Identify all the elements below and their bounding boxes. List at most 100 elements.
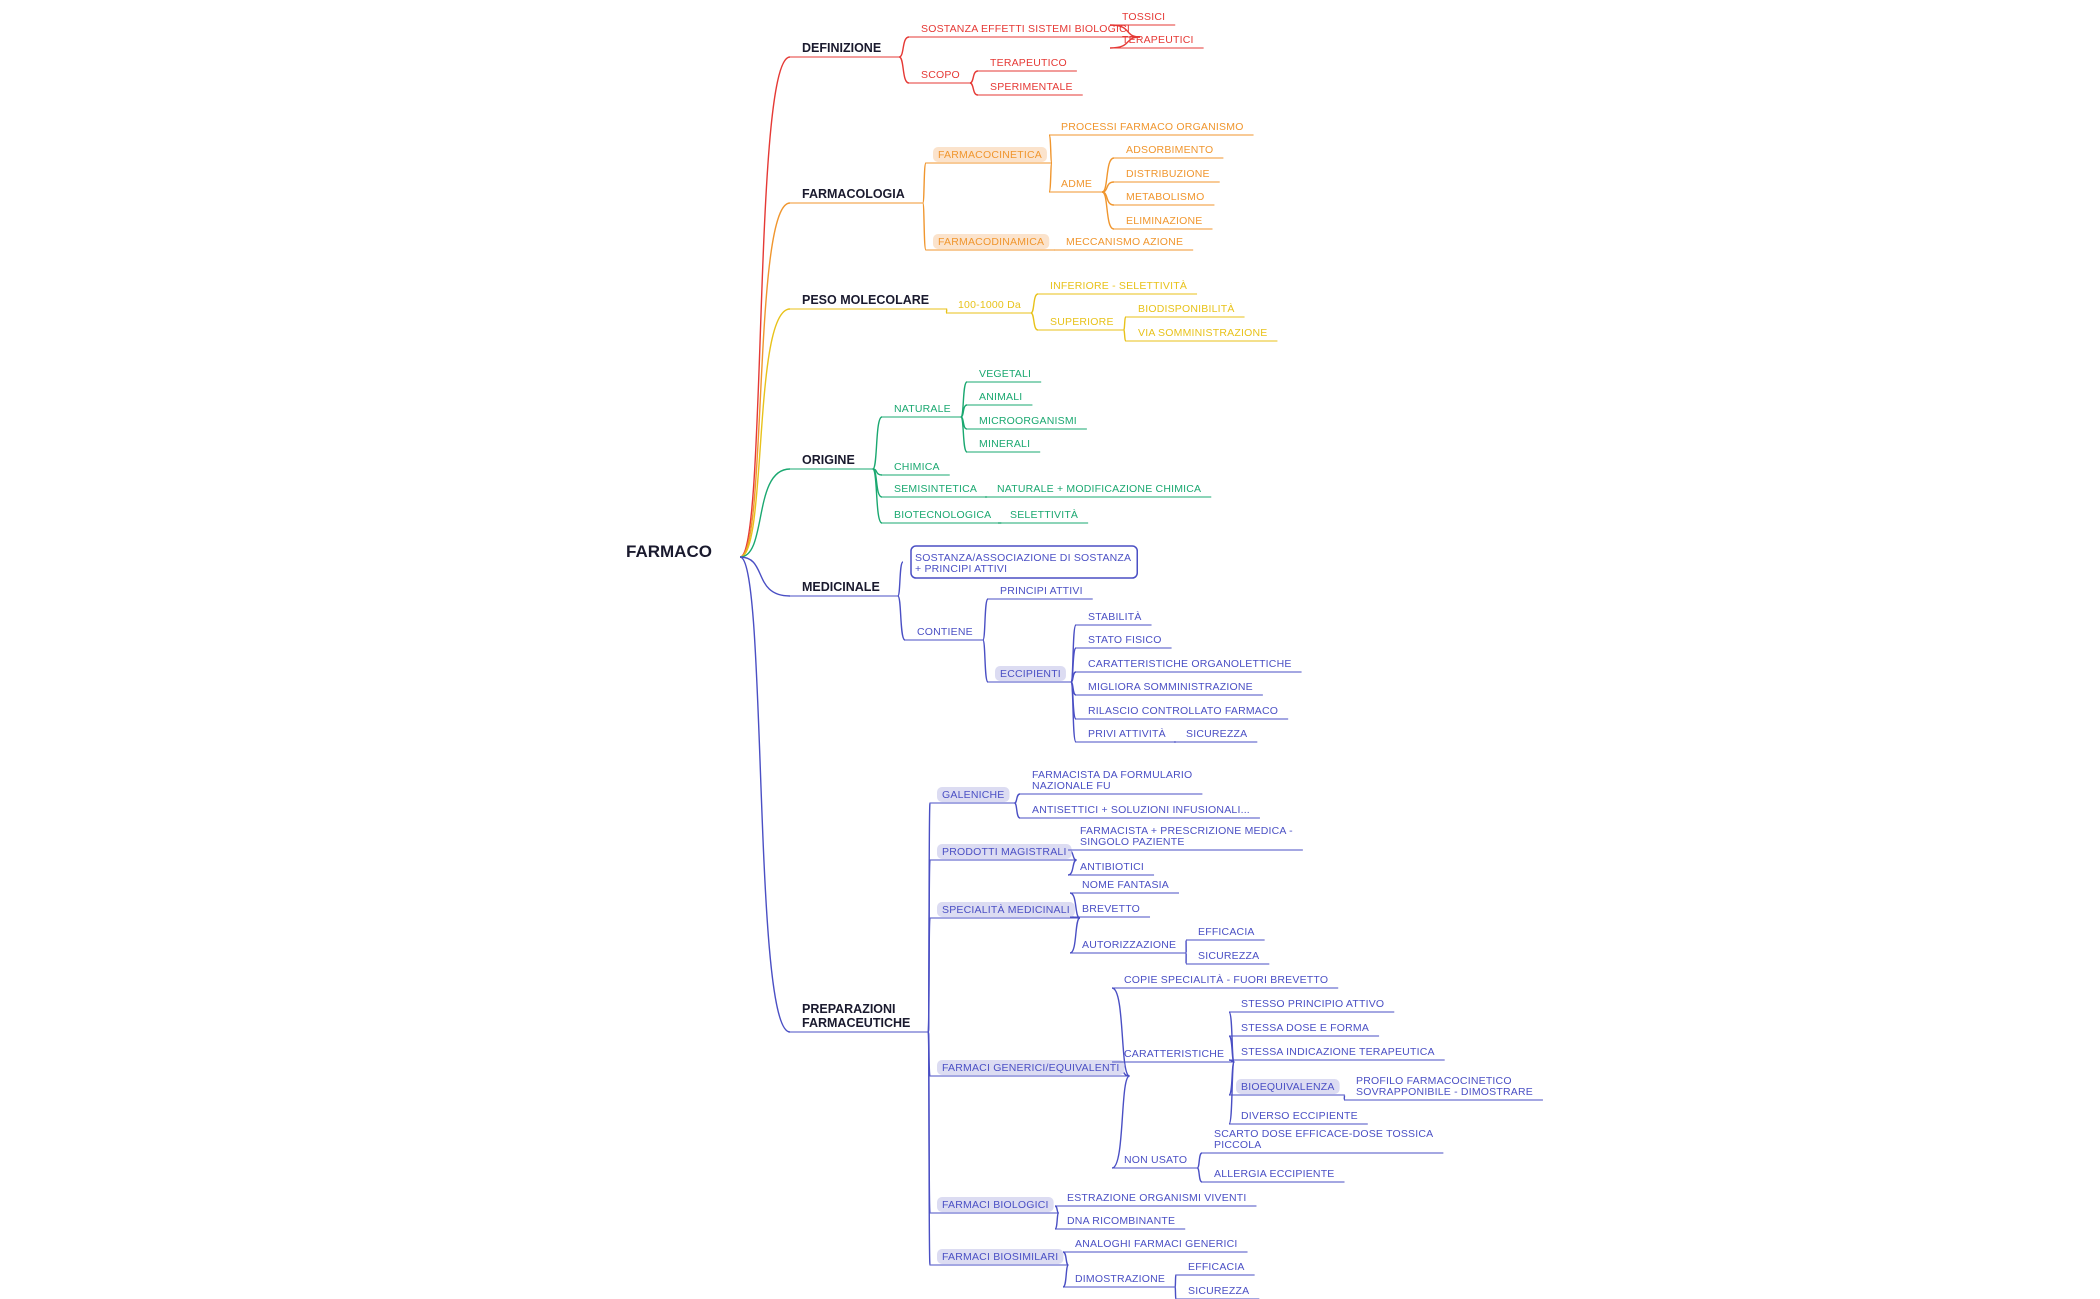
node-sostanza-associazione-di-sostanza-princi[interactable]: SOSTANZA/ASSOCIAZIONE DI SOSTANZA+ PRINC… (910, 545, 1138, 579)
node-stessa-dose-e-forma[interactable]: STESSA DOSE E FORMA (1229, 1022, 1380, 1037)
node-naturale[interactable]: NATURALE (882, 403, 961, 418)
node-eliminazione[interactable]: ELIMINAZIONE (1114, 215, 1213, 230)
node-farmacocinetica[interactable]: FARMACOCINETICA (926, 147, 1052, 164)
node-via-somministrazione[interactable]: VIA SOMMINISTRAZIONE (1126, 327, 1278, 342)
connector-line (960, 404, 968, 418)
node-stabilit[interactable]: STABILITÀ (1076, 610, 1152, 626)
root-node-farmaco[interactable]: FARMACO (626, 542, 712, 561)
node-tossici[interactable]: TOSSICI (1110, 11, 1176, 26)
node-minerali[interactable]: MINERALI (967, 438, 1041, 453)
node-microorganismi[interactable]: MICROORGANISMI (967, 415, 1087, 430)
node-copie-specialit-fuori-brevetto[interactable]: COPIE SPECIALITÀ - FUORI BREVETTO (1112, 973, 1339, 989)
node-biotecnologica[interactable]: BIOTECNOLOGICA (882, 509, 1002, 524)
node-autorizzazione[interactable]: AUTORIZZAZIONE (1070, 939, 1187, 954)
node-sperimentale[interactable]: SPERIMENTALE (978, 81, 1083, 96)
node-distribuzione[interactable]: DISTRIBUZIONE (1114, 168, 1220, 183)
node-meccanismo-azione[interactable]: MECCANISMO AZIONE (1054, 236, 1194, 251)
connector-line (739, 56, 791, 558)
node-animali[interactable]: ANIMALI (967, 391, 1033, 406)
node-privi-attivit[interactable]: PRIVI ATTIVITÀ (1076, 727, 1176, 743)
node-origine[interactable]: ORIGINE (790, 453, 873, 470)
node-medicinale[interactable]: MEDICINALE (790, 580, 898, 597)
highlight-marker (933, 234, 1050, 249)
node-processi-farmaco-organismo[interactable]: PROCESSI FARMACO ORGANISMO (1049, 121, 1254, 136)
node-stessa-indicazione-terapeutica[interactable]: STESSA INDICAZIONE TERAPEUTICA (1229, 1046, 1445, 1061)
node-caratteristiche[interactable]: CARATTERISTICHE (1112, 1048, 1235, 1063)
node-eccipienti[interactable]: ECCIPIENTI (988, 666, 1071, 683)
node-farmacista-prescrizione-medica-singolo-p[interactable]: FARMACISTA + PRESCRIZIONE MEDICA -SINGOL… (1068, 825, 1303, 851)
node-metabolismo[interactable]: METABOLISMO (1114, 191, 1215, 206)
node-terapeutico[interactable]: TERAPEUTICO (978, 57, 1077, 72)
node-sicurezza[interactable]: SICUREZZA (1186, 950, 1270, 965)
node-brevetto[interactable]: BREVETTO (1070, 903, 1151, 918)
node-label: ANALOGHI FARMACI GENERICI (1075, 1238, 1238, 1250)
node-prodotti-magistrali[interactable]: PRODOTTI MAGISTRALI (930, 844, 1077, 861)
node-label: NATURALE + MODIFICAZIONE CHIMICA (997, 483, 1201, 495)
node-galeniche[interactable]: GALENICHE (930, 787, 1015, 804)
node-efficacia[interactable]: EFFICACIA (1176, 1261, 1255, 1276)
node-antisettici-soluzioni-infusionali[interactable]: ANTISETTICI + SOLUZIONI INFUSIONALI... (1020, 804, 1260, 819)
node-biodisponibilit[interactable]: BIODISPONIBILITÀ (1126, 302, 1245, 318)
node-inferiore-selettivit[interactable]: INFERIORE - SELETTIVITÀ (1038, 279, 1198, 295)
node-farmaci-biosimilari[interactable]: FARMACI BIOSIMILARI (930, 1249, 1069, 1266)
node-allergia-eccipiente[interactable]: ALLERGIA ECCIPIENTE (1202, 1168, 1345, 1183)
node-stato-fisico[interactable]: STATO FISICO (1076, 634, 1172, 649)
connector-line (739, 556, 791, 597)
node-adsorbimento[interactable]: ADSORBIMENTO (1114, 144, 1224, 159)
node-label: FARMACOCINETICA (938, 149, 1042, 161)
node-label: DIVERSO ECCIPIENTE (1241, 1110, 1358, 1122)
node-definizione[interactable]: DEFINIZIONE (790, 41, 900, 58)
node-contiene[interactable]: CONTIENE (905, 626, 983, 641)
mind-map-edges (739, 24, 1346, 1299)
node-antibiotici[interactable]: ANTIBIOTICI (1068, 861, 1155, 876)
node-caratteristiche-organolettiche[interactable]: CARATTERISTICHE ORGANOLETTICHE (1076, 658, 1302, 673)
node-label: BIODISPONIBILITÀ (1138, 302, 1235, 315)
node-migliora-somministrazione[interactable]: MIGLIORA SOMMINISTRAZIONE (1076, 681, 1263, 696)
node-dna-ricombinante[interactable]: DNA RICOMBINANTE (1055, 1215, 1186, 1230)
node-farmacologia[interactable]: FARMACOLOGIA (790, 187, 923, 204)
node-label: STESSA DOSE E FORMA (1241, 1022, 1369, 1034)
highlight-marker (937, 787, 1010, 802)
node-naturale-modificazione-chimica[interactable]: NATURALE + MODIFICAZIONE CHIMICA (985, 483, 1212, 498)
node-sicurezza[interactable]: SICUREZZA (1176, 1285, 1260, 1299)
node-farmacodinamica[interactable]: FARMACODINAMICA (926, 234, 1055, 251)
node-semisintetica[interactable]: SEMISINTETICA (882, 483, 988, 498)
node-non-usato[interactable]: NON USATO (1112, 1154, 1198, 1169)
node-farmaci-generici-equivalenti[interactable]: FARMACI GENERICI/EQUIVALENTI (930, 1060, 1130, 1077)
node-superiore[interactable]: SUPERIORE (1038, 316, 1124, 331)
node-label: MIGLIORA SOMMINISTRAZIONE (1088, 681, 1253, 693)
node-efficacia[interactable]: EFFICACIA (1186, 926, 1265, 941)
node-label: DEFINIZIONE (802, 41, 881, 55)
node-sicurezza[interactable]: SICUREZZA (1174, 728, 1258, 743)
node-selettivit[interactable]: SELETTIVITÀ (998, 508, 1089, 524)
node-100-1000-da[interactable]: 100-1000 Da (946, 299, 1031, 314)
node-label: SICUREZZA (1188, 1285, 1249, 1297)
node-diverso-eccipiente[interactable]: DIVERSO ECCIPIENTE (1229, 1110, 1368, 1125)
node-scopo[interactable]: SCOPO (909, 69, 970, 84)
node-adme[interactable]: ADME (1049, 178, 1103, 193)
node-vegetali[interactable]: VEGETALI (967, 368, 1042, 383)
node-chimica[interactable]: CHIMICA (882, 461, 950, 476)
node-terapeutici[interactable]: TERAPEUTICI (1110, 34, 1204, 49)
node-rilascio-controllato-farmaco[interactable]: RILASCIO CONTROLLATO FARMACO (1076, 705, 1289, 720)
node-estrazione-organismi-viventi[interactable]: ESTRAZIONE ORGANISMI VIVENTI (1055, 1192, 1257, 1207)
node-label: GALENICHE (942, 789, 1004, 801)
node-peso-molecolare[interactable]: PESO MOLECOLARE (790, 293, 948, 310)
connector-line (1048, 134, 1053, 164)
node-label: FARMACI BIOLOGICI (942, 1199, 1049, 1211)
node-bioequivalenza[interactable]: BIOEQUIVALENZA (1229, 1079, 1345, 1096)
node-stesso-principio-attivo[interactable]: STESSO PRINCIPIO ATTIVO (1229, 998, 1395, 1013)
node-analoghi-farmaci-generici[interactable]: ANALOGHI FARMACI GENERICI (1063, 1238, 1248, 1253)
node-nome-fantasia[interactable]: NOME FANTASIA (1070, 879, 1179, 894)
connector-line (969, 70, 979, 84)
node-sostanza-effetti-sistemi-biologici[interactable]: SOSTANZA EFFETTI SISTEMI BIOLOGICI (909, 23, 1141, 38)
node-dimostrazione[interactable]: DIMOSTRAZIONE (1063, 1273, 1176, 1288)
node-label: CARATTERISTICHE (1124, 1048, 1224, 1060)
node-principi-attivi[interactable]: PRINCIPI ATTIVI (988, 585, 1093, 600)
node-specialit-medicinali[interactable]: SPECIALITÀ MEDICINALI (930, 902, 1080, 919)
node-farmaci-biologici[interactable]: FARMACI BIOLOGICI (930, 1197, 1059, 1214)
